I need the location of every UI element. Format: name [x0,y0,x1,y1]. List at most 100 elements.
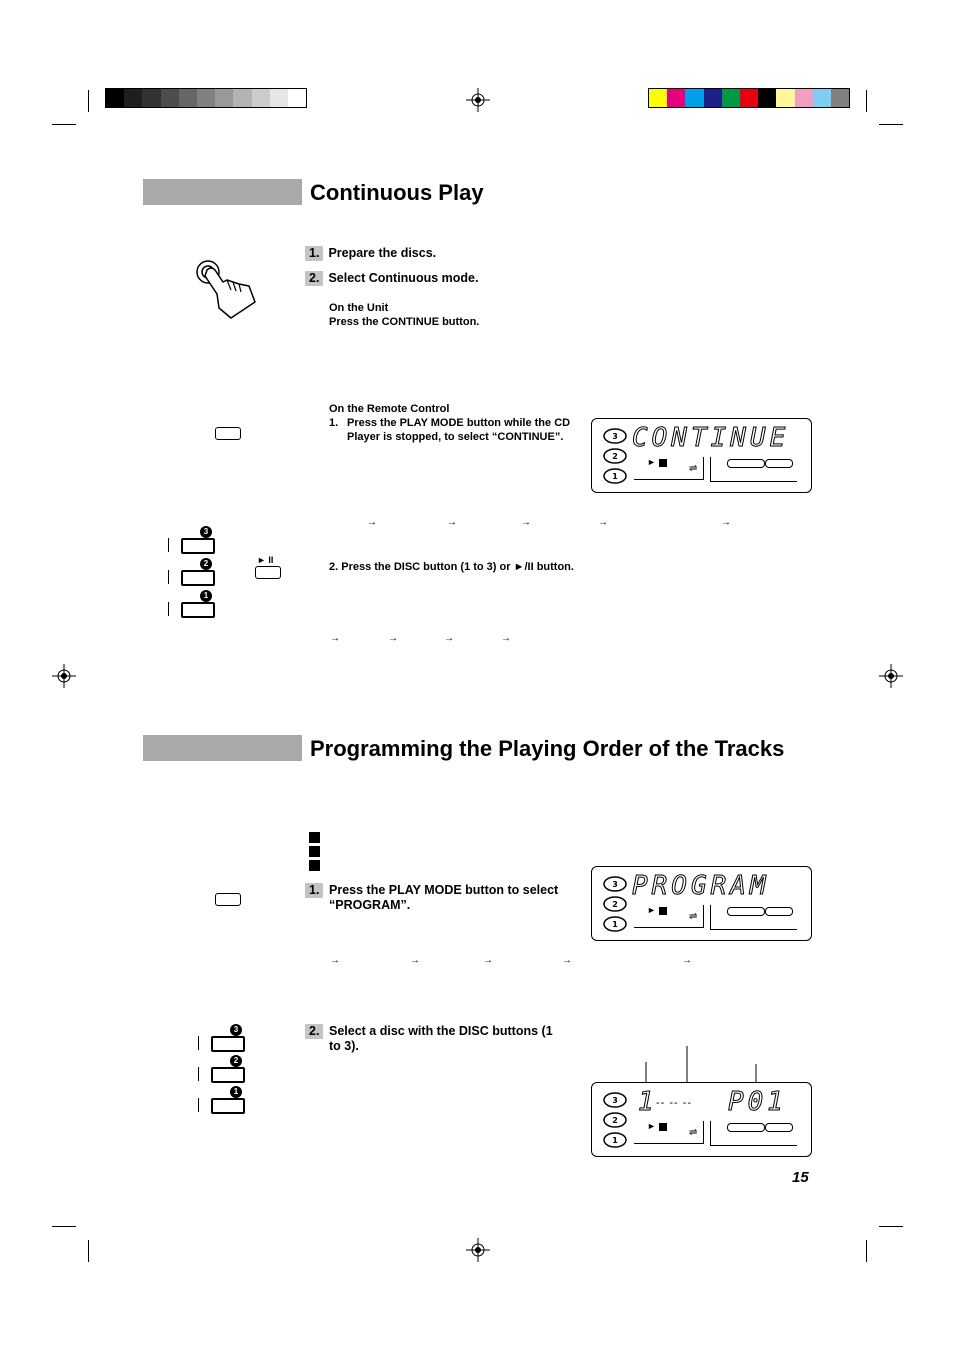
disc-2-button[interactable] [211,1067,245,1083]
lcd-text: PROGRAM [632,871,770,902]
crop-mark [88,1240,89,1262]
disc-3-button[interactable] [211,1036,245,1052]
lcd-pill [765,1123,793,1132]
repeat-icon: ⇌ [689,463,698,474]
crop-mark [866,90,867,112]
step-number: 2. [305,271,324,286]
step-2: 2. Select a disc with the DISC buttons (… [305,1024,565,1054]
disc-2-button[interactable] [181,570,215,586]
remote-heading: On the Remote Control [329,403,450,415]
play-pause-label: ► II [257,555,274,565]
color-swatch [178,89,197,107]
remote-step-1-num: 1. [329,417,339,429]
svg-text:1: 1 [612,920,618,929]
svg-text:2: 2 [612,452,618,461]
crop-mark [88,90,89,112]
disc-1-button[interactable] [181,602,215,618]
hand-press-icon [196,260,256,319]
svg-text:3: 3 [612,1096,618,1105]
lcd-right-box [710,905,797,930]
registration-mark-icon [879,664,903,688]
color-swatch [776,89,795,107]
lcd-dashes: -- -- -- [656,1097,693,1109]
disc-number-1: 1 [200,590,212,602]
color-swatch [812,89,831,107]
lcd-display: 3 2 1 CONTINUE ► ⇌ [591,418,812,493]
disc-number-3: 3 [200,526,212,538]
bullet-square [309,846,320,857]
lcd-underline [634,1121,704,1144]
svg-text:1: 1 [612,1136,618,1145]
crop-mark [52,124,76,125]
color-swatch [794,89,813,107]
grayscale-strip [105,88,307,108]
step-text: Prepare the discs. [328,246,437,260]
disc-icons: 3 2 1 [603,1092,627,1148]
disc-number-2: 2 [230,1055,242,1067]
registration-mark-icon [466,1238,490,1262]
svg-text:3: 3 [612,880,618,889]
disc-tick [168,570,169,584]
lcd-track-number: 1 [638,1087,658,1118]
disc-1-button[interactable] [211,1098,245,1114]
color-swatch [287,89,307,107]
lcd-right-box [710,1121,797,1146]
page-number: 15 [792,1169,809,1186]
registration-mark-icon [466,88,490,112]
section-bar [143,735,302,761]
play-mode-button[interactable] [215,893,241,906]
section-title: Programming the Playing Order of the Tra… [310,736,785,761]
svg-text:1: 1 [612,472,618,481]
remote-step-2: 2. Press the DISC button (1 to 3) or ►/I… [329,561,574,573]
color-swatch [160,89,179,107]
color-swatch [830,89,850,107]
svg-text:2: 2 [612,900,618,909]
color-swatch [667,89,686,107]
step-number: 2. [305,1024,324,1039]
color-swatch [758,89,777,107]
color-swatch [721,89,740,107]
crop-mark [879,124,903,125]
color-strip [648,88,850,108]
color-swatch [233,89,252,107]
lcd-underline [634,457,704,480]
remote-step-1: 1. Press the PLAY MODE button while the … [329,416,579,444]
color-swatch [739,89,759,107]
crop-mark [52,1226,76,1227]
disc-icons: 3 2 1 [603,876,627,932]
disc-buttons: 3 2 1 [198,1024,258,1116]
section-bar [143,179,302,205]
disc-number-1: 1 [230,1086,242,1098]
lcd-play-indicator: ► [647,905,667,915]
disc-number-2: 2 [200,558,212,570]
play-mode-button[interactable] [215,427,241,440]
disc-tick [198,1036,199,1050]
lcd-pill [727,459,765,468]
step-1: 1. Press the PLAY MODE button to select … [305,883,565,913]
crop-mark [866,1240,867,1262]
crop-mark [879,1226,903,1227]
color-swatch [215,89,234,107]
section-title: Continuous Play [310,180,484,205]
lcd-display: 3 2 1 1 -- -- -- P01 ► ⇌ [591,1082,812,1157]
lcd-text: CONTINUE [631,423,790,454]
lcd-play-indicator: ► [647,1121,667,1131]
disc-tick [198,1098,199,1112]
unit-text: Press the CONTINUE button. [329,316,480,328]
step-text: Select a disc with the DISC buttons (1 t… [329,1024,553,1053]
disc-buttons: 3 2 1 [168,526,228,618]
bullet-square [309,860,320,871]
play-pause-button[interactable] [255,566,281,579]
color-swatch [269,89,288,107]
disc-3-button[interactable] [181,538,215,554]
lcd-right-box [710,457,797,482]
color-swatch [142,89,161,107]
repeat-icon: ⇌ [689,911,698,922]
disc-icons: 3 2 1 [603,428,627,484]
repeat-icon: ⇌ [689,1127,698,1138]
step-text: Press the PLAY MODE button to select “PR… [329,883,559,912]
color-swatch [106,89,125,107]
step-number: 1. [305,883,324,898]
step-2: 2.Select Continuous mode. [305,271,478,286]
step-1: 1.Prepare the discs. [305,246,436,261]
